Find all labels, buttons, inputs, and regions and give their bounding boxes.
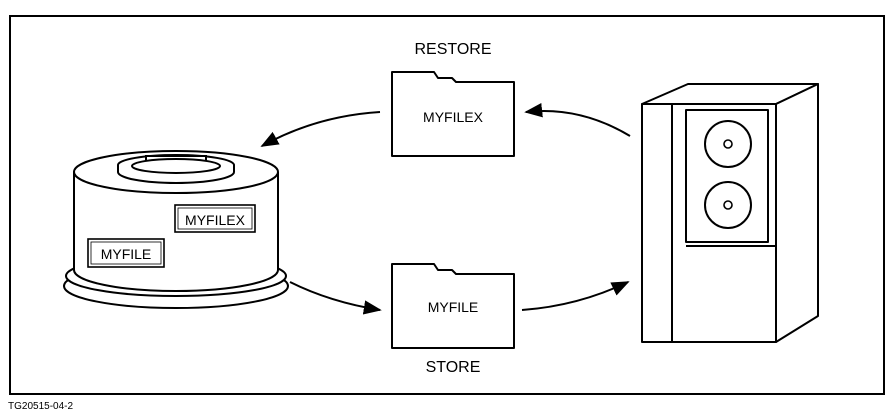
disk-label-upper-text: MYFILEX bbox=[185, 212, 246, 228]
diagram-frame bbox=[9, 15, 885, 395]
disk-label-upper: MYFILEX bbox=[174, 204, 256, 233]
restore-folder-icon: MYFILEX bbox=[391, 71, 515, 157]
figure-id: TG20515-04-2 bbox=[8, 401, 73, 412]
tape-reel-upper-icon bbox=[704, 120, 752, 168]
disk-label-lower: MYFILE bbox=[87, 238, 165, 268]
tape-reel-lower-icon bbox=[704, 181, 752, 229]
store-folder-name: MYFILE bbox=[428, 299, 479, 315]
disk-label-lower-text: MYFILE bbox=[101, 246, 152, 262]
restore-folder-name: MYFILEX bbox=[423, 109, 484, 125]
store-arrow-to-drive bbox=[521, 281, 630, 311]
store-label: STORE bbox=[426, 359, 481, 376]
restore-arrow-to-folder bbox=[524, 103, 631, 137]
restore-label: RESTORE bbox=[414, 41, 491, 58]
restore-arrow-to-disk bbox=[260, 111, 381, 147]
store-arrow-to-folder bbox=[289, 281, 382, 315]
store-folder-icon: MYFILE bbox=[391, 263, 515, 349]
